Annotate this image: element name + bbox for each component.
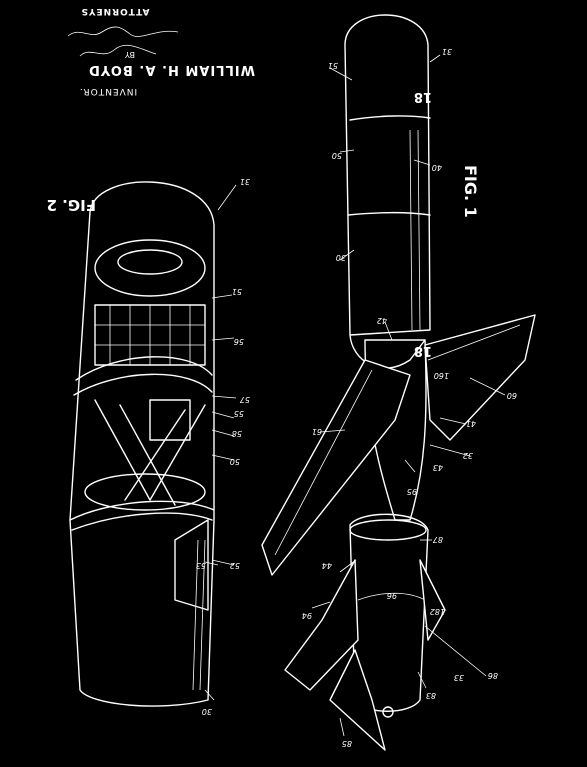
svg-text:18: 18 — [414, 343, 432, 358]
svg-text:53: 53 — [196, 561, 206, 570]
svg-text:55: 55 — [234, 409, 244, 418]
svg-text:160: 160 — [434, 371, 449, 380]
svg-text:50: 50 — [230, 457, 240, 466]
svg-text:30: 30 — [202, 707, 212, 716]
svg-text:50: 50 — [332, 151, 342, 160]
svg-text:58: 58 — [232, 429, 242, 438]
svg-text:57: 57 — [239, 395, 250, 404]
svg-text:40: 40 — [432, 163, 442, 172]
fig1-leader-lines — [311, 54, 506, 737]
svg-text:44: 44 — [322, 561, 332, 570]
fig2-drawing — [69, 181, 215, 707]
fig2-leader-lines — [204, 184, 237, 701]
signature — [60, 18, 190, 67]
svg-text:52: 52 — [230, 561, 240, 570]
svg-text:182: 182 — [430, 607, 445, 616]
svg-text:32: 32 — [463, 451, 473, 460]
fig1-drawing — [261, 14, 536, 751]
svg-text:42: 42 — [377, 316, 387, 325]
svg-text:18: 18 — [414, 89, 432, 104]
svg-text:96: 96 — [387, 591, 397, 600]
svg-text:30: 30 — [336, 253, 346, 262]
svg-text:31: 31 — [442, 47, 452, 56]
svg-text:41: 41 — [466, 419, 476, 428]
fig1-title: FIG. 1 — [461, 165, 480, 218]
svg-text:95: 95 — [407, 487, 417, 496]
svg-text:94: 94 — [302, 611, 312, 620]
svg-text:60: 60 — [507, 391, 517, 400]
svg-text:85: 85 — [342, 739, 352, 748]
svg-text:33: 33 — [454, 673, 464, 682]
svg-text:56: 56 — [234, 337, 244, 346]
svg-text:61: 61 — [312, 427, 322, 436]
fig2-ref-labels: 31 51 56 57 55 58 50 52 53 30 — [196, 177, 250, 716]
fig2-title: FIG. 2 — [47, 196, 97, 214]
fig1-ref-labels: 31 51 18 50 40 30 42 18 160 60 61 41 32 … — [302, 47, 517, 748]
svg-text:87: 87 — [432, 535, 443, 544]
svg-text:51: 51 — [232, 287, 242, 296]
svg-text:43: 43 — [433, 463, 443, 472]
svg-text:51: 51 — [328, 61, 338, 70]
svg-text:83: 83 — [426, 691, 436, 700]
svg-text:31: 31 — [240, 177, 250, 186]
svg-text:86: 86 — [488, 671, 498, 680]
